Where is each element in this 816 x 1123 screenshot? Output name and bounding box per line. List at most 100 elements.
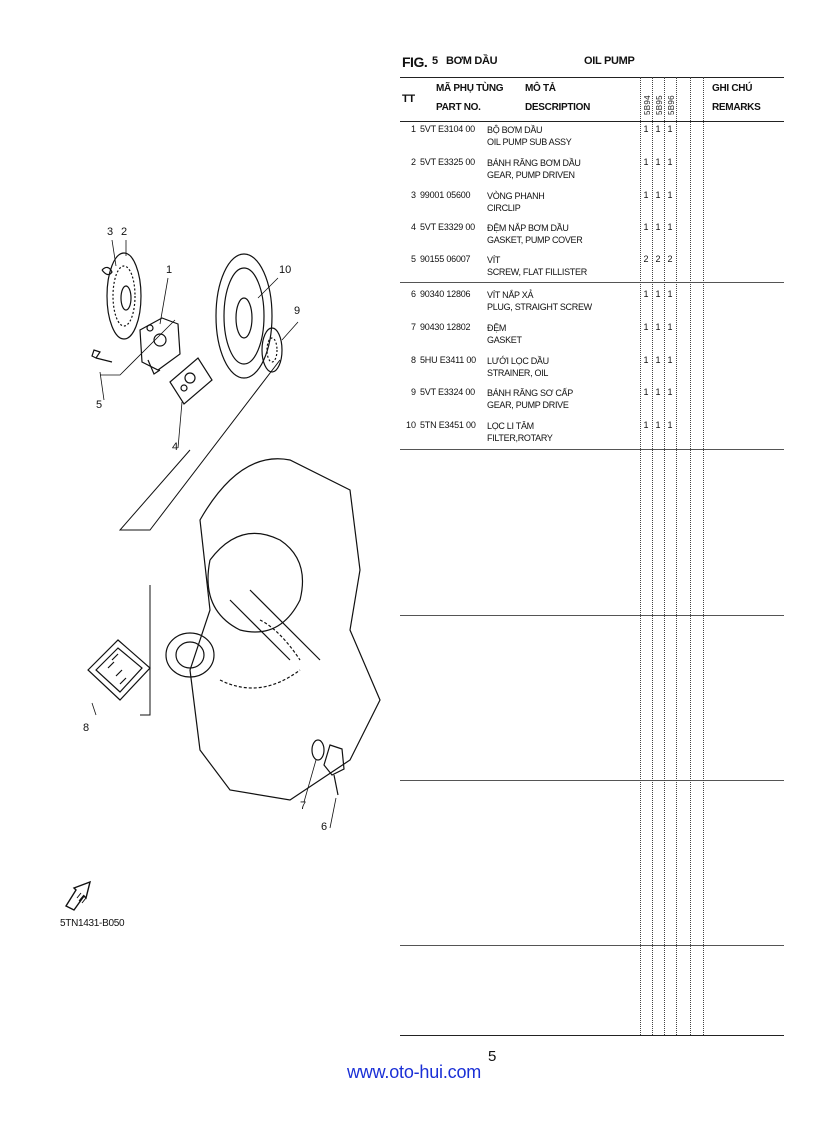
row-qty: 1 xyxy=(643,124,649,134)
callout-6: 6 xyxy=(321,821,328,833)
row-qty: 1 xyxy=(643,355,649,365)
column-divider xyxy=(690,77,691,1035)
row-qty: 2 xyxy=(643,254,649,264)
diagram-code: 5TN1431-B050 xyxy=(60,918,125,929)
row-qty: 1 xyxy=(655,222,661,232)
row-tt: 5 xyxy=(410,254,416,264)
row-qty: 1 xyxy=(655,387,661,397)
table-bottom-border xyxy=(400,1035,784,1036)
row-part-no: 5VT E3329 00 xyxy=(420,222,475,232)
fig-label: FIG. xyxy=(402,54,428,70)
screw xyxy=(91,349,113,363)
row-tt: 7 xyxy=(410,322,416,332)
row-tt: 3 xyxy=(410,190,416,200)
col-header-model: 5B94 xyxy=(643,95,652,115)
callout-1: 1 xyxy=(166,264,173,276)
row-desc-vn: ĐỆM xyxy=(487,323,507,333)
parts-table: TT MÃ PHỤ TÙNG PART NO. MÔ TẢ DESCRIPTIO… xyxy=(400,77,784,1037)
row-qty: 1 xyxy=(655,124,661,134)
pump-drive-gear xyxy=(261,327,283,373)
row-qty: 1 xyxy=(655,289,661,299)
row-part-no: 5VT E3104 00 xyxy=(420,124,475,134)
row-desc-en: CIRCLIP xyxy=(487,203,521,213)
row-tt: 9 xyxy=(410,387,416,397)
column-divider xyxy=(664,77,665,1035)
row-desc-vn: VÒNG PHANH xyxy=(487,191,545,201)
row-qty: 1 xyxy=(667,190,673,200)
group-divider xyxy=(400,449,784,450)
table-row: 4 5VT E3329 00 ĐỆM NẮP BƠM DẦU GASKET, P… xyxy=(400,222,784,254)
row-tt: 2 xyxy=(410,157,416,167)
row-part-no: 5TN E3451 00 xyxy=(420,420,476,430)
row-part-no: 5HU E3411 00 xyxy=(420,355,476,365)
row-part-no: 5VT E3324 00 xyxy=(420,387,475,397)
fwd-arrow-icon xyxy=(64,880,92,911)
table-row: 1 5VT E3104 00 BỘ BƠM DẦU OIL PUMP SUB A… xyxy=(400,124,784,156)
row-qty: 1 xyxy=(667,157,673,167)
row-part-no: 99001 05600 xyxy=(420,190,471,200)
col-header-tt: TT xyxy=(402,93,415,105)
row-qty: 2 xyxy=(667,254,673,264)
fig-number: 5 xyxy=(432,55,439,67)
row-desc-en: FILTER,ROTARY xyxy=(487,433,553,443)
fig-title-vietnamese: BƠM DẦU xyxy=(446,55,498,67)
row-qty: 1 xyxy=(643,322,649,332)
crankcase xyxy=(189,458,381,801)
row-tt: 1 xyxy=(410,124,416,134)
group-divider xyxy=(400,615,784,616)
row-tt: 8 xyxy=(410,355,416,365)
table-row: 9 5VT E3324 00 BÁNH RĂNG SƠ CẤP GEAR, PU… xyxy=(400,387,784,419)
table-row: 10 5TN E3451 00 LỌC LI TÂM FILTER,ROTARY… xyxy=(400,420,784,452)
row-tt: 10 xyxy=(405,420,416,430)
row-qty: 1 xyxy=(667,420,673,430)
row-desc-en: PLUG, STRAIGHT SCREW xyxy=(487,302,592,312)
row-qty: 1 xyxy=(643,222,649,232)
row-desc-vn: VÍT xyxy=(487,255,501,265)
header-bottom-border xyxy=(400,121,784,122)
row-qty: 1 xyxy=(655,420,661,430)
callout-8: 8 xyxy=(83,722,90,734)
col-header-part-en: PART NO. xyxy=(436,102,481,113)
row-desc-en: OIL PUMP SUB ASSY xyxy=(487,137,572,147)
row-qty: 1 xyxy=(655,190,661,200)
row-desc-en: GEAR, PUMP DRIVEN xyxy=(487,170,575,180)
row-qty: 1 xyxy=(643,420,649,430)
callout-2: 2 xyxy=(121,226,128,238)
group-divider xyxy=(400,282,784,283)
column-divider xyxy=(676,77,677,1035)
row-qty: 1 xyxy=(667,222,673,232)
callout-9: 9 xyxy=(294,305,301,317)
callout-7: 7 xyxy=(300,800,307,812)
row-qty: 1 xyxy=(655,157,661,167)
table-row: 6 90340 12806 VÍT NẮP XẢ PLUG, STRAIGHT … xyxy=(400,289,784,321)
row-desc-vn: VÍT NẮP XẢ xyxy=(487,290,534,300)
fig-title-english: OIL PUMP xyxy=(584,55,635,67)
callout-4: 4 xyxy=(172,441,179,453)
group-divider xyxy=(400,945,784,946)
exploded-parts-diagram: 3 2 1 10 9 5 4 8 7 6 xyxy=(0,200,400,860)
table-top-border xyxy=(400,77,784,78)
column-divider xyxy=(703,77,704,1035)
row-qty: 1 xyxy=(643,387,649,397)
row-desc-en: SCREW, FLAT FILLISTER xyxy=(487,267,587,277)
col-header-remarks-vn: GHI CHÚ xyxy=(712,83,753,94)
row-desc-vn: BÁNH RĂNG BƠM DẦU xyxy=(487,158,581,168)
column-divider xyxy=(640,77,641,1035)
row-qty: 1 xyxy=(667,322,673,332)
row-qty: 1 xyxy=(667,355,673,365)
drain-gasket xyxy=(311,739,325,761)
row-desc-en: STRAINER, OIL xyxy=(487,368,549,378)
row-part-no: 5VT E3325 00 xyxy=(420,157,475,167)
row-qty: 1 xyxy=(643,157,649,167)
oil-pump-body xyxy=(139,317,181,371)
table-row: 2 5VT E3325 00 BÁNH RĂNG BƠM DẦU GEAR, P… xyxy=(400,157,784,189)
callout-3: 3 xyxy=(107,226,114,238)
website-link[interactable]: www.oto-hui.com xyxy=(347,1062,482,1082)
row-qty: 2 xyxy=(655,254,661,264)
drain-plug xyxy=(323,744,345,776)
oil-strainer xyxy=(87,639,151,701)
row-part-no: 90155 06007 xyxy=(420,254,471,264)
oil-pump-drawing xyxy=(87,239,381,829)
row-qty: 1 xyxy=(667,289,673,299)
row-desc-vn: ĐỆM NẮP BƠM DẦU xyxy=(487,223,569,233)
